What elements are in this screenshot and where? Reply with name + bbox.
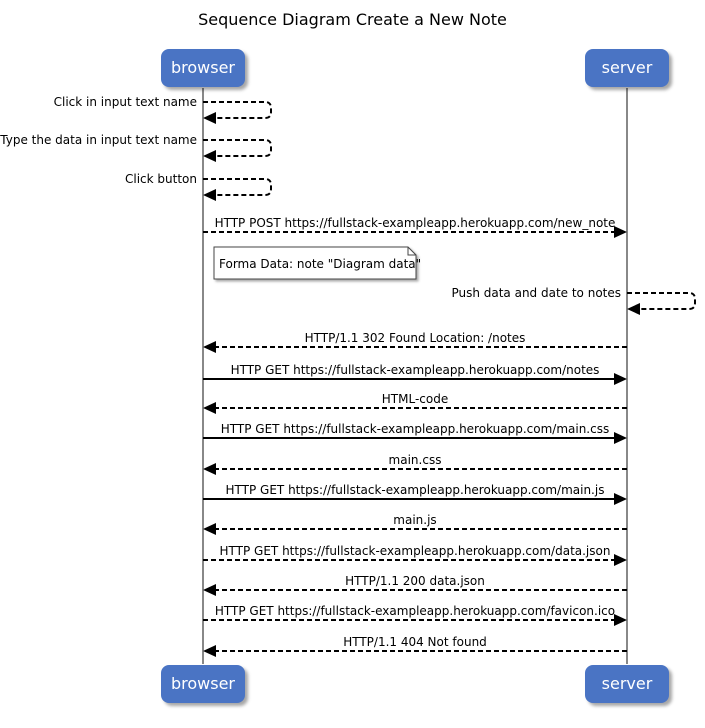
message-line: [203, 139, 272, 157]
arrow-head: [203, 150, 216, 162]
arrow-head: [614, 373, 627, 385]
message: HTTP GET https://fullstack-exampleapp.he…: [203, 544, 627, 566]
note-text: Forma Data: note "Diagram data": [219, 257, 421, 271]
message: HTTP GET https://fullstack-exampleapp.he…: [203, 363, 627, 385]
message: main.css: [203, 453, 627, 475]
arrow-head: [203, 112, 216, 124]
message-label: HTTP GET https://fullstack-exampleapp.he…: [231, 363, 600, 377]
participant-server-bottom: server: [585, 665, 669, 703]
message-label: HTTP/1.1 200 data.json: [345, 574, 485, 588]
message-label: main.js: [393, 513, 436, 527]
arrow-head: [203, 341, 216, 353]
participant-browser-bottom: browser: [161, 665, 245, 703]
arrow-head: [614, 432, 627, 444]
message: HTTP/1.1 302 Found Location: /notes: [203, 331, 627, 353]
message: Click in input text name: [54, 95, 272, 124]
message-label: HTML-code: [382, 392, 448, 406]
message: HTTP POST https://fullstack-exampleapp.h…: [203, 216, 627, 238]
participant-label: browser: [170, 674, 235, 693]
arrow-head: [627, 303, 640, 315]
arrow-head: [203, 463, 216, 475]
message-label: HTTP/1.1 404 Not found: [343, 635, 487, 649]
arrow-head: [203, 189, 216, 201]
message: HTTP GET https://fullstack-exampleapp.he…: [203, 422, 627, 444]
message-label: Click in input text name: [54, 95, 197, 109]
message-label: main.css: [389, 453, 442, 467]
participant-label: server: [601, 674, 653, 693]
note: [213, 246, 417, 280]
message-line: [627, 292, 696, 310]
message: Click button: [125, 172, 272, 201]
message-label: HTTP POST https://fullstack-exampleapp.h…: [215, 216, 616, 230]
arrow-head: [203, 402, 216, 414]
message-label: HTTP GET https://fullstack-exampleapp.he…: [215, 604, 615, 618]
arrow-head: [614, 614, 627, 626]
participant-browser-top: browser: [161, 49, 245, 87]
arrow-head: [203, 523, 216, 535]
arrow-head: [614, 493, 627, 505]
participant-label: server: [601, 58, 653, 77]
message: HTTP/1.1 200 data.json: [203, 574, 627, 596]
message-label: HTTP GET https://fullstack-exampleapp.he…: [221, 422, 609, 436]
message-label: HTTP/1.1 302 Found Location: /notes: [305, 331, 526, 345]
message-label: Type the data in input text name: [0, 133, 197, 147]
arrow-head: [203, 584, 216, 596]
arrow-head: [203, 645, 216, 657]
message-line: [203, 101, 272, 119]
arrow-head: [614, 226, 627, 238]
arrow-head: [614, 554, 627, 566]
message: HTTP/1.1 404 Not found: [203, 635, 627, 657]
message: HTML-code: [203, 392, 627, 414]
message-line: [203, 178, 272, 196]
message: HTTP GET https://fullstack-exampleapp.he…: [203, 483, 627, 505]
message: HTTP GET https://fullstack-exampleapp.he…: [203, 604, 627, 626]
message-label: HTTP GET https://fullstack-exampleapp.he…: [226, 483, 605, 497]
message-label: Push data and date to notes: [451, 286, 621, 300]
participant-server-top: server: [585, 49, 669, 87]
message: main.js: [203, 513, 627, 535]
diagram-title: Sequence Diagram Create a New Note: [198, 10, 507, 29]
message-label: HTTP GET https://fullstack-exampleapp.he…: [220, 544, 611, 558]
message: Type the data in input text name: [0, 133, 272, 162]
message: Push data and date to notes: [451, 286, 696, 315]
message-label: Click button: [125, 172, 197, 186]
participant-label: browser: [170, 58, 235, 77]
